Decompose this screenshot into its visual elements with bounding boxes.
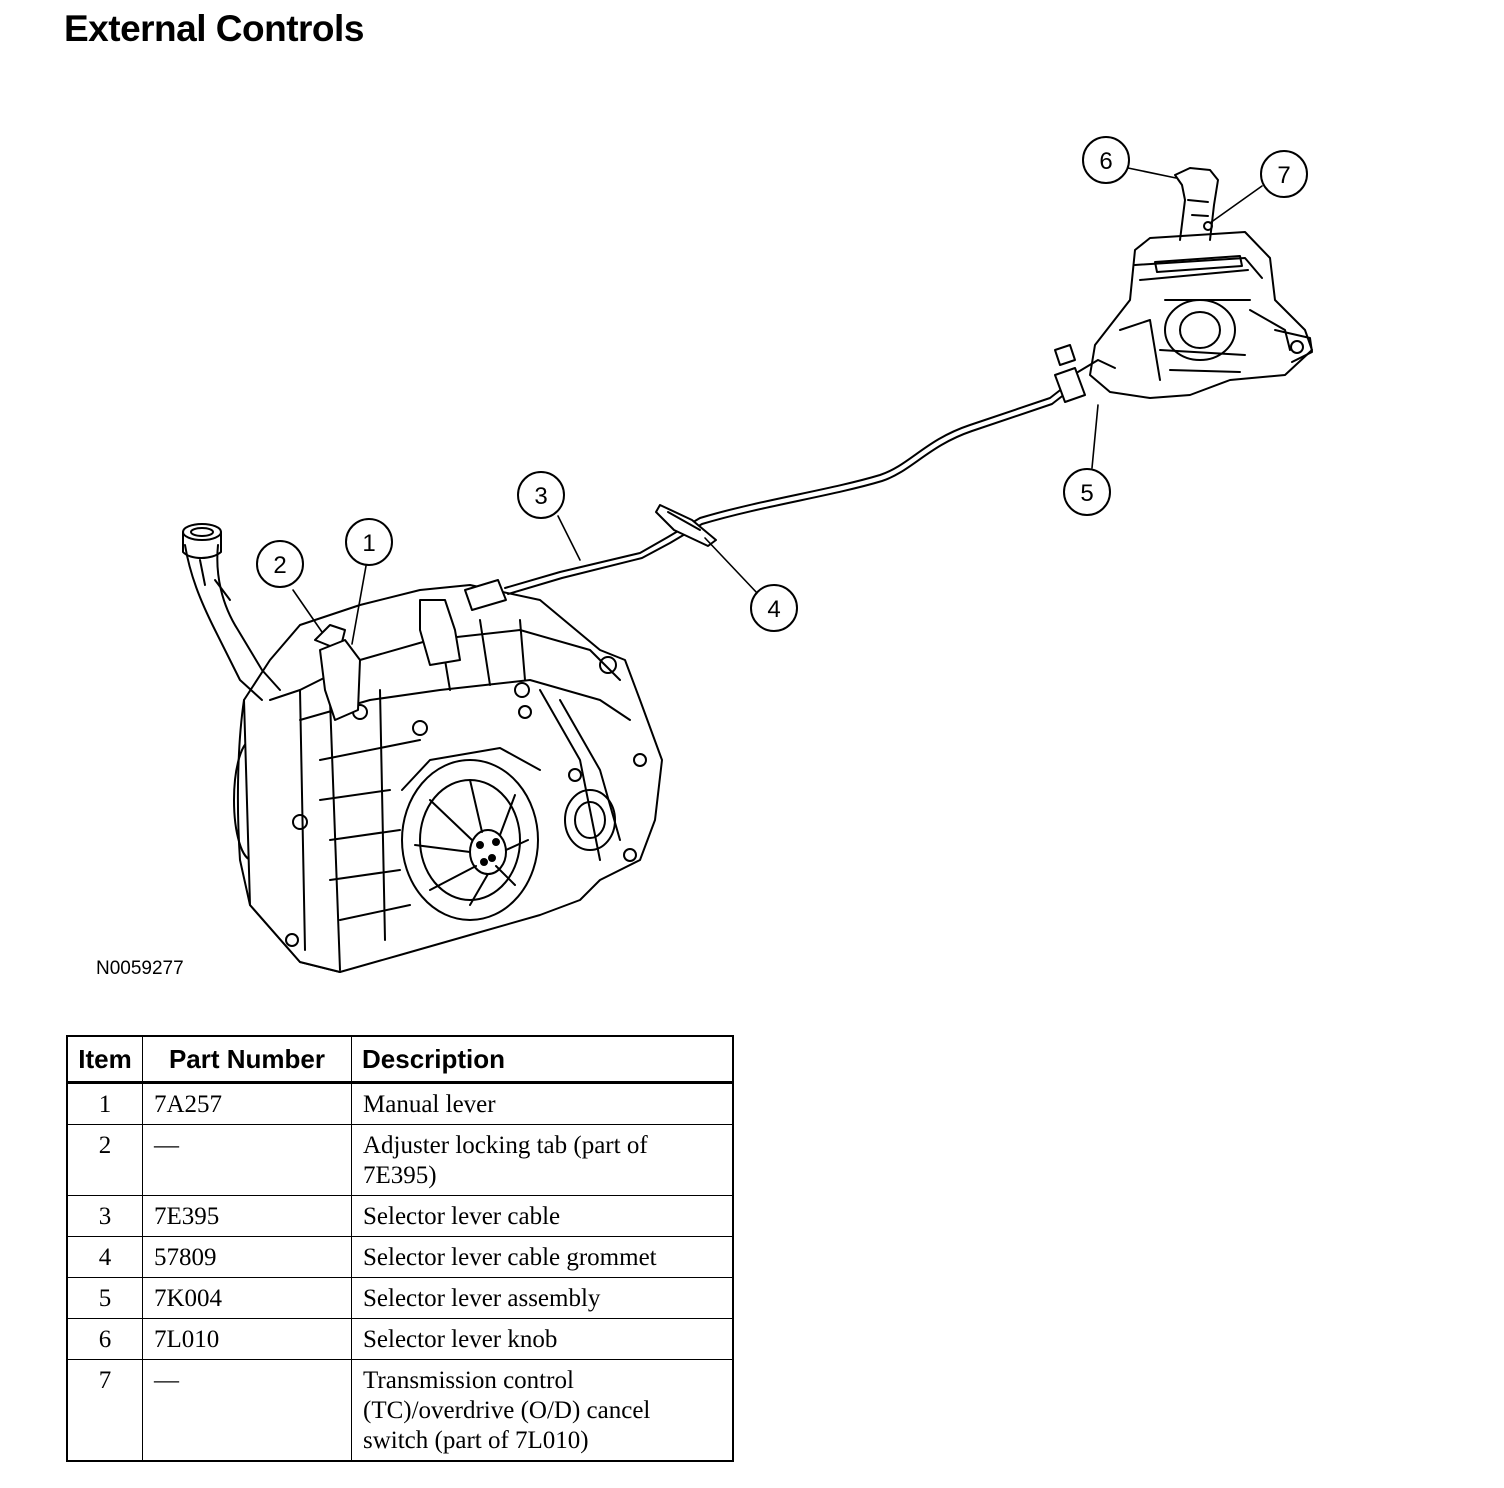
leader-5 [1091,404,1099,469]
cell-description: Transmission control (TC)/overdrive (O/D… [351,1359,734,1462]
cell-description: Manual lever [351,1082,734,1125]
cell-item: 3 [66,1195,143,1237]
callout-1-label: 1 [362,530,375,557]
cell-item: 1 [66,1082,143,1125]
table-row: 6 7L010 Selector lever knob [66,1318,734,1360]
selector-lever-cable-drawing [504,383,1071,595]
callout-3-label: 3 [534,483,547,510]
table-row: 1 7A257 Manual lever [66,1082,734,1125]
cell-part-number: 7L010 [142,1318,352,1360]
table-row: 7 — Transmission control (TC)/overdrive … [66,1359,734,1462]
callout-5-label: 5 [1080,480,1093,507]
table-row: 4 57809 Selector lever cable grommet [66,1236,734,1278]
figure-id: N0059277 [96,958,184,979]
leader-1 [351,565,367,645]
leader-4 [704,537,759,595]
cell-description: Selector lever cable grommet [351,1236,734,1278]
cell-part-number: 57809 [142,1236,352,1278]
cell-part-number: 7A257 [142,1082,352,1125]
cell-item: 2 [66,1124,143,1196]
cell-item: 6 [66,1318,143,1360]
callout-5-circle [1063,468,1111,516]
cell-part-number: — [142,1359,352,1462]
cell-part-number: — [142,1124,352,1196]
header-item: Item [66,1035,143,1084]
cell-item: 5 [66,1277,143,1319]
table-row: 2 — Adjuster locking tab (part of 7E395) [66,1124,734,1196]
callout-circles [256,136,1308,632]
leader-6 [1127,167,1177,179]
callout-2-label: 2 [273,552,286,579]
callout-1-circle [345,518,393,566]
callout-6-label: 6 [1099,148,1112,175]
page-title: External Controls [64,8,364,49]
callout-7-circle [1260,150,1308,198]
cell-description: Selector lever cable [351,1195,734,1237]
callout-3-circle [517,471,565,519]
callout-6-circle [1082,136,1130,184]
callout-7-label: 7 [1277,162,1290,189]
cell-item: 7 [66,1359,143,1462]
callout-4-label: 4 [767,596,780,623]
table-header-row: Item Part Number Description [66,1035,734,1084]
table-row: 3 7E395 Selector lever cable [66,1195,734,1237]
cell-description: Selector lever assembly [351,1277,734,1319]
header-part-number: Part Number [142,1035,352,1084]
leader-7 [1209,185,1263,224]
transmission-controls-illustration: 1 2 3 4 5 6 7 [182,136,1313,973]
cell-part-number: 7E395 [142,1195,352,1237]
transmission-drawing [182,523,663,973]
leader-2 [292,589,323,633]
parts-table: Item Part Number Description 1 7A257 Man… [66,1035,734,1462]
cell-item: 4 [66,1236,143,1278]
leader-3 [557,515,581,561]
header-description: Description [351,1035,734,1084]
callout-4-circle [750,584,798,632]
table-row: 5 7K004 Selector lever assembly [66,1277,734,1319]
cell-description: Selector lever knob [351,1318,734,1360]
callout-2-circle [256,540,304,588]
cell-description: Adjuster locking tab (part of 7E395) [351,1124,734,1196]
leader-lines [292,167,1263,645]
cell-part-number: 7K004 [142,1277,352,1319]
selector-lever-assembly-drawing [1054,167,1313,403]
